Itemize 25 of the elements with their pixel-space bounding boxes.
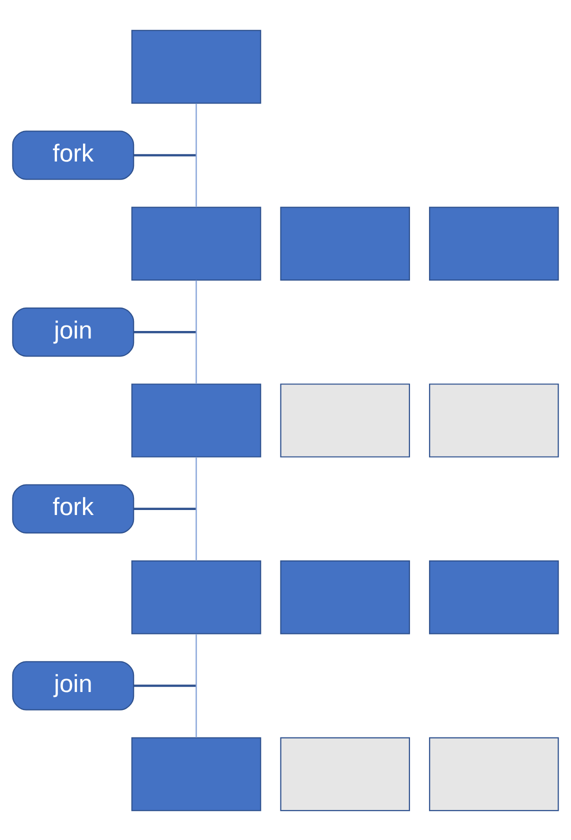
node-box [429,736,559,811]
connector [196,103,197,207]
connector [196,456,197,560]
connector [134,684,196,686]
node-box: join [12,660,134,710]
node-box [131,560,262,634]
connector [134,330,196,333]
node-box [280,206,410,280]
node-box [280,383,410,457]
node-box [429,560,559,634]
node-box: fork [12,484,134,534]
node-box [429,383,559,457]
node-box [131,736,262,811]
connector [196,280,197,384]
node-box [280,560,410,634]
node-box [280,736,410,811]
connector [134,507,196,510]
node-box: fork [12,130,134,180]
node-box [131,383,262,457]
node-box [131,29,262,104]
node-box [131,206,262,280]
node-box [429,206,559,280]
node-box: join [12,306,134,356]
connector [134,154,196,156]
connector [196,633,197,738]
